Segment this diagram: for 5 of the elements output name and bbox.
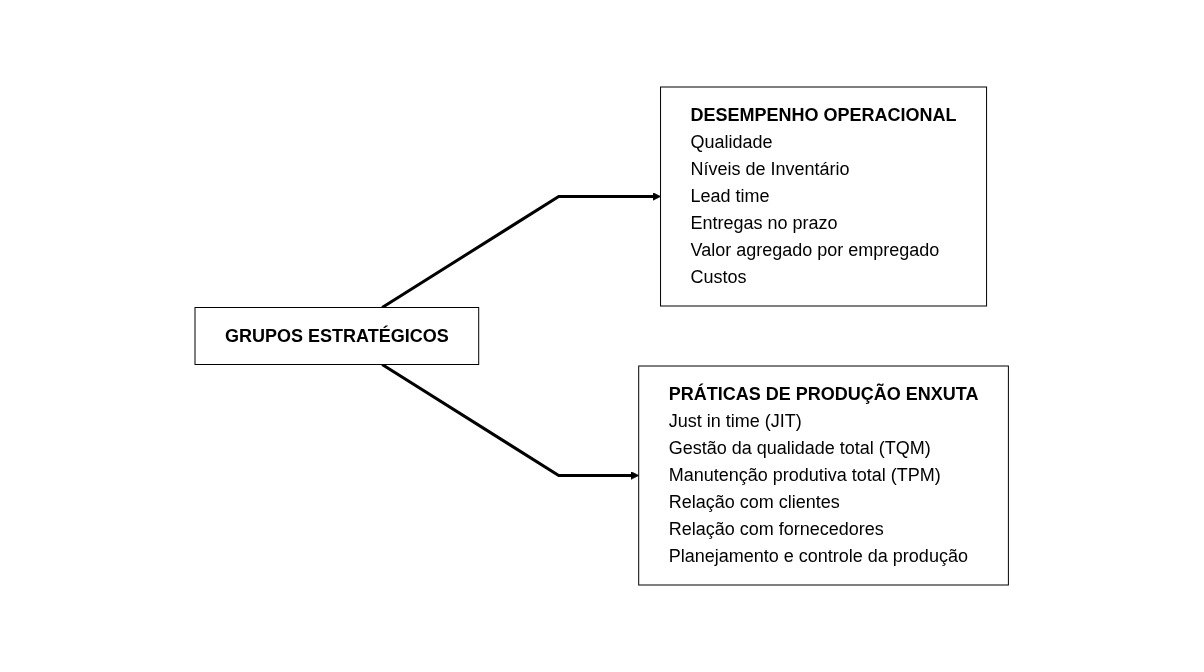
node-box: GRUPOS ESTRATÉGICOS	[194, 307, 480, 365]
arrow	[381, 192, 662, 309]
node-box: DESEMPENHO OPERACIONAL Qualidade Níveis de Inventário Lead time Entregas no prazo Valor agregado por empregado Custos	[660, 86, 988, 307]
node-box: PRÁTICAS DE PRODUÇÃO ENXUTA Just in time (JIT) Gestão da qualidade total (TQM) Manutenção produtiva total (TPM) Relação com clientes Relação com fornecedores Planejamento e controle da produção	[638, 365, 1010, 586]
arrow	[381, 363, 640, 480]
